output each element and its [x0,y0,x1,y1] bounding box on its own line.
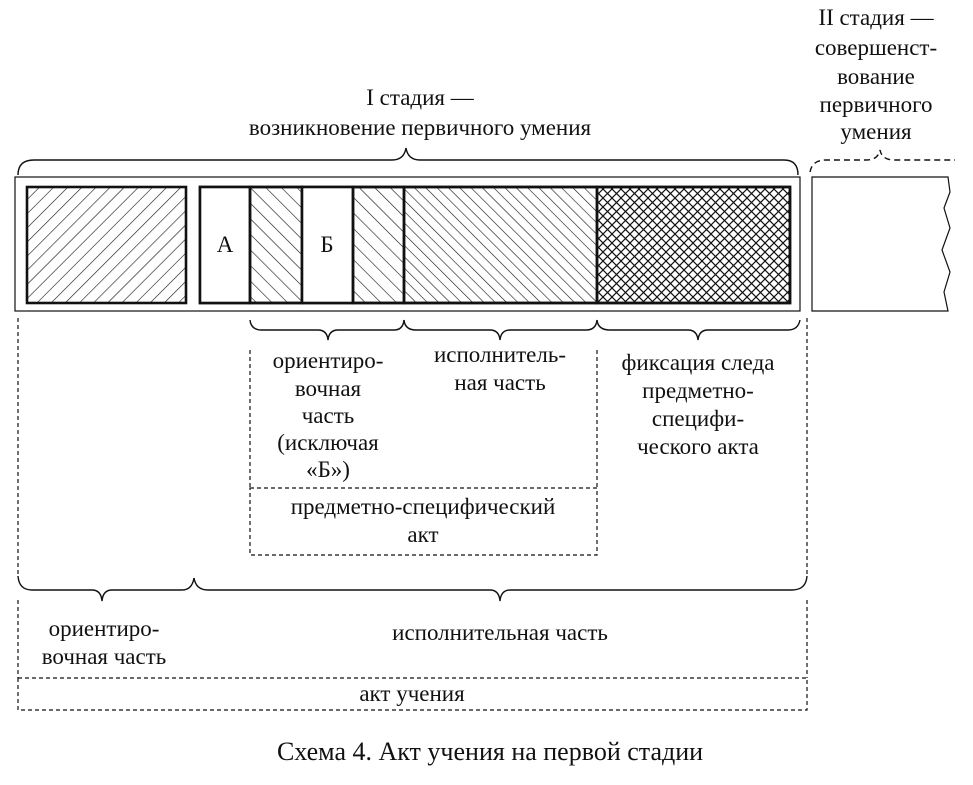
stage1-label: I стадия — возникновение первичного умен… [249,85,592,140]
segment-b-label: Б [320,232,333,257]
subject-act-line-1: предметно-специфический [291,494,556,519]
stage2-line-1: II стадия — [818,5,934,30]
orient-part-line-2: вочная часть [42,644,167,669]
bar-outer-frame [14,176,801,312]
stage2-brace [809,149,955,173]
stage2-line-2: совершенст- [815,35,937,60]
exec-part-label: исполнительная часть [392,620,608,645]
fixation-brace [596,319,801,341]
bar-segment-fixation [595,185,792,305]
bar-segment-b [300,185,355,305]
exec-part-small-text: исполнитель- ная часть [434,342,566,395]
subject-act-box [249,487,598,556]
learning-act-box [17,677,808,711]
stage2-line-4: первичного [820,92,933,117]
bar-segment-orient-1 [248,185,304,305]
orient-part-brace [249,319,405,341]
orient-part-excl-text: ориентиро- вочная часть (исключая «Б») [273,348,384,482]
fixation-line-3: специфи- [652,406,744,431]
subject-act-line-2: акт [407,522,438,547]
exec-part-bottom-brace [193,575,808,602]
stage1-brace [17,147,799,176]
orient-part-line-1: ориентиро- [49,616,160,641]
stage1-subtitle: возникновение первичного умения [249,115,592,140]
orient-part-bottom-brace [17,575,195,602]
segment-a-label: А [217,232,234,257]
orient-excl-line-2: вочная [295,376,362,401]
fixation-line-1: фиксация следа [622,350,775,375]
orient-excl-line-3: часть [302,403,355,428]
exec-small-line-2: ная часть [454,370,545,395]
orient-excl-line-5: «Б») [306,457,350,482]
fixation-line-4: ческого акта [637,434,759,459]
trace-fixation-text: фиксация следа предметно- специфи- ческо… [622,350,775,459]
stage2-bar [811,176,951,312]
diagram-caption: Схема 4. Акт учения на первой стадии [277,737,703,766]
orient-excl-line-4: (исключая [277,430,379,455]
exec-part-brace [403,319,598,341]
bar-segment-execution [402,185,599,305]
stage2-label: II стадия — совершенст- вование первично… [815,5,937,144]
stage2-line-5: умения [840,119,912,144]
stage1-title: I стадия — [366,85,474,110]
orient-excl-line-1: ориентиро- [273,348,384,373]
exec-small-line-1: исполнитель- [434,342,566,367]
fixation-line-2: предметно- [642,378,754,403]
stage2-line-3: вование [837,64,915,89]
learning-act-label: акт учения [359,681,465,706]
bar-segment-orientation [25,185,188,305]
bar-segment-orient-2 [351,185,406,305]
